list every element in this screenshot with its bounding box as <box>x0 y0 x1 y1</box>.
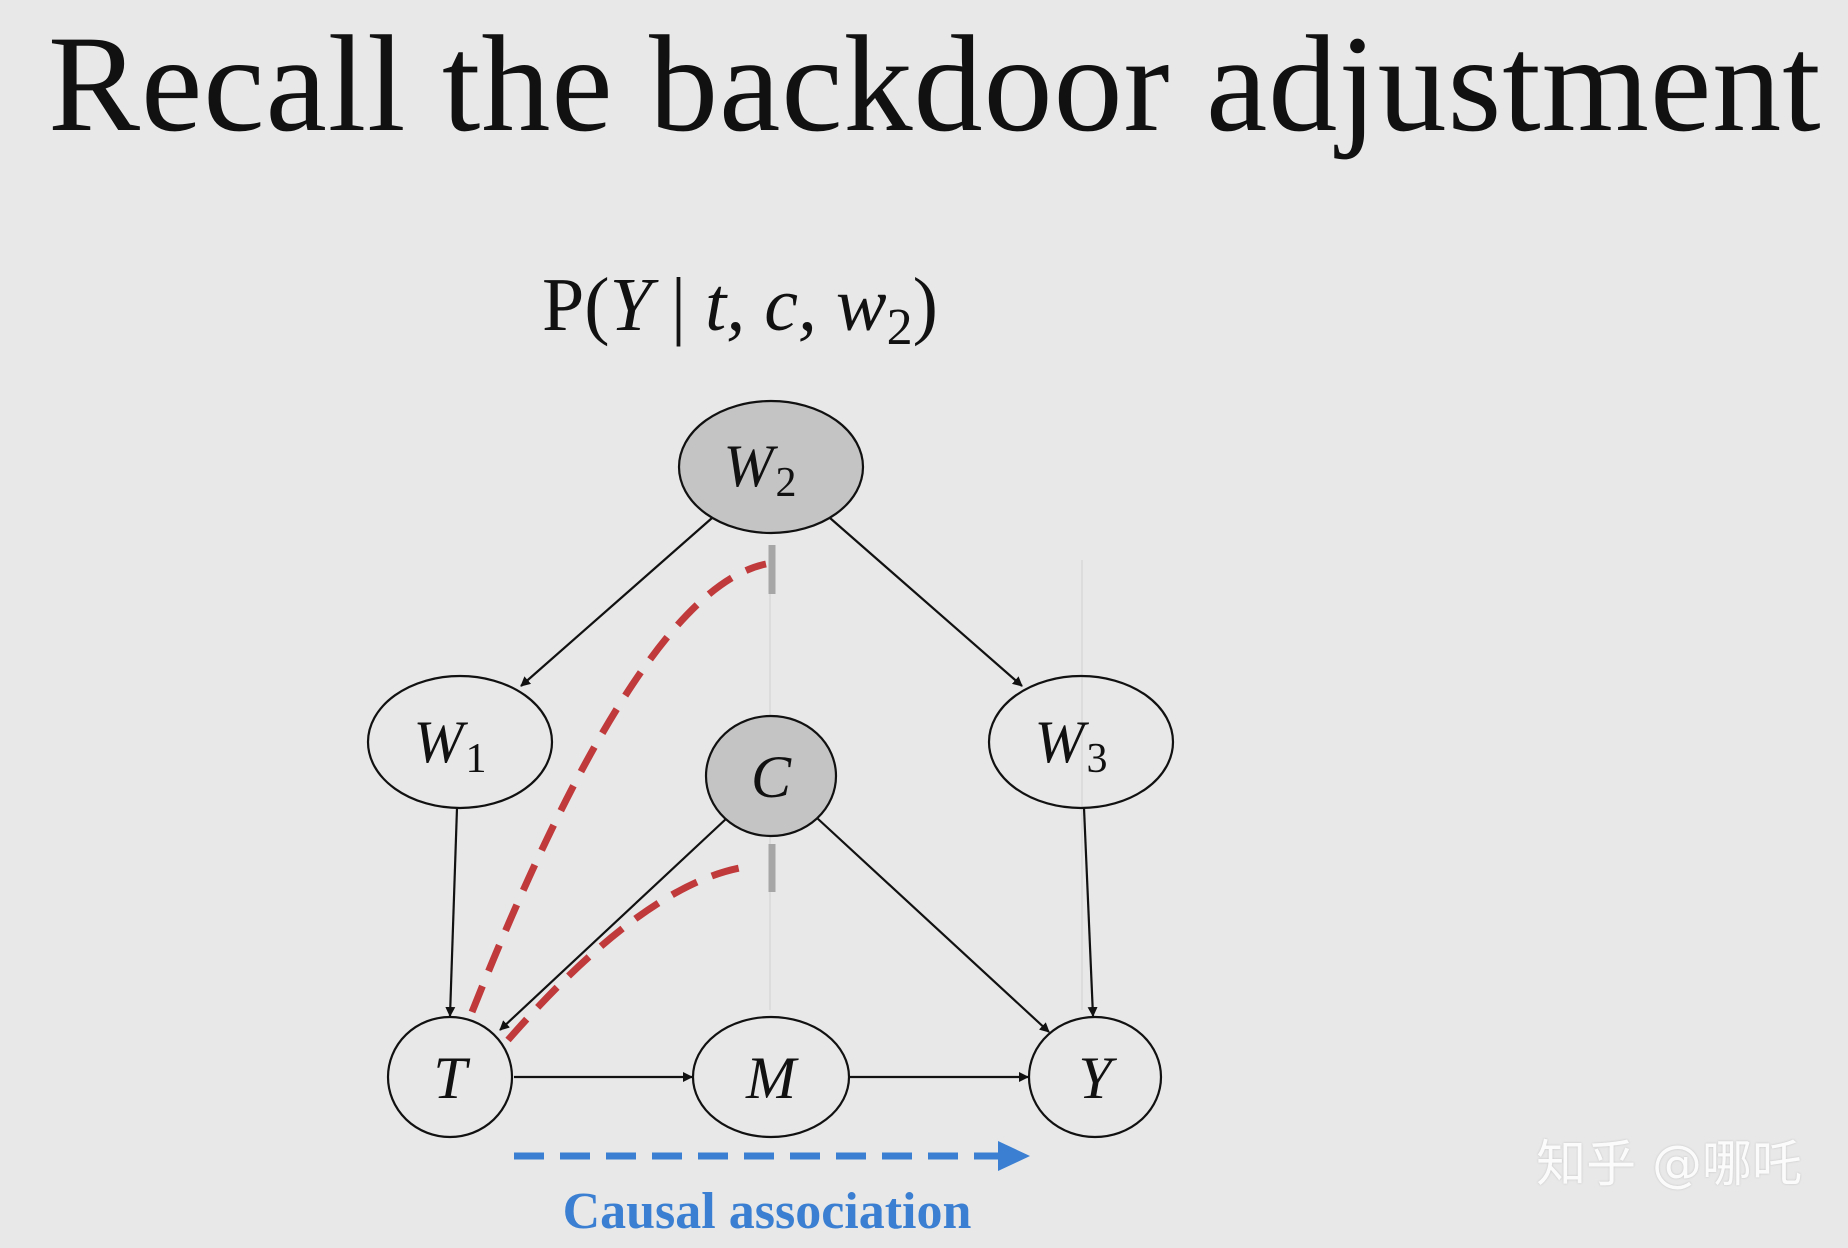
causal-association-label: Causal association <box>563 1183 972 1240</box>
edge-w2-w1 <box>520 517 713 687</box>
node-w3-shape <box>987 674 1175 810</box>
watermark: 知乎 @哪吒 <box>1536 1135 1802 1193</box>
edge-c-y <box>816 817 1050 1033</box>
node-t-label: T <box>433 1045 470 1111</box>
conditional-probability-formula: P(Y | t, c, w2) <box>542 262 938 357</box>
blocked-path-through-w2 <box>468 560 767 1014</box>
node-w1-shape <box>366 674 554 810</box>
node-w1-label: W1 <box>414 709 487 782</box>
edge-w2-w3 <box>829 517 1023 687</box>
formula-outcome: Y <box>609 263 652 347</box>
node-w2-shape <box>677 399 865 535</box>
node-c-shape <box>704 714 838 838</box>
formula-vars: t, c, w <box>705 263 887 347</box>
formula-subscript: 2 <box>886 299 913 356</box>
node-w2-label: W2 <box>724 433 797 506</box>
node-w3-label: W3 <box>1035 709 1108 782</box>
node-w1: W1 <box>366 674 554 810</box>
node-w2: W2 <box>677 399 865 535</box>
node-c: C <box>704 714 838 838</box>
node-c-label: C <box>751 744 792 810</box>
slide-title: Recall the backdoor adjustment <box>48 7 1822 160</box>
formula-suffix: ) <box>912 263 938 347</box>
formula-bar: | <box>651 263 706 347</box>
edge-w1-t <box>445 807 459 1017</box>
node-t: T <box>386 1015 514 1139</box>
node-y-shape <box>1027 1015 1163 1139</box>
edge-c-t <box>499 817 728 1031</box>
node-m: M <box>691 1015 851 1139</box>
causal-path-arrowhead <box>998 1141 1030 1171</box>
blocked-path-through-c <box>505 862 753 1043</box>
node-w3: W3 <box>987 674 1175 810</box>
node-m-shape <box>691 1015 851 1139</box>
node-m-label: M <box>745 1045 799 1111</box>
edge-w3-y <box>1082 807 1098 1017</box>
node-y-label: Y <box>1078 1045 1117 1111</box>
edges <box>445 517 1098 1082</box>
node-t-shape <box>386 1015 514 1139</box>
node-y: Y <box>1027 1015 1163 1139</box>
formula-prefix: P( <box>542 263 610 347</box>
